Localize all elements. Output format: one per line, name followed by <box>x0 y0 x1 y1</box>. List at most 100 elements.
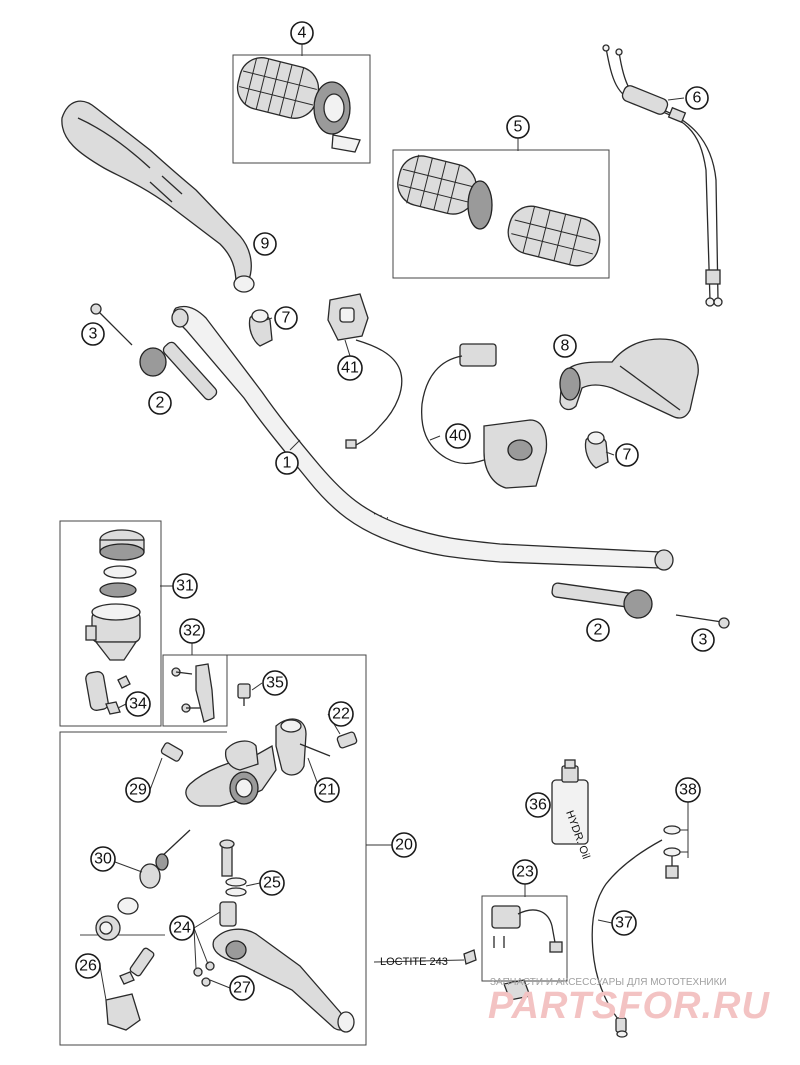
callout-26: 26 <box>75 953 101 979</box>
bolt-right <box>675 614 730 629</box>
callout-25: 25 <box>259 870 285 896</box>
hose-34 <box>85 671 131 715</box>
handguard-right <box>559 338 699 419</box>
callout-35: 35 <box>262 670 288 696</box>
svg-text:36: 36 <box>529 797 547 814</box>
callout-21: 21 <box>314 777 340 803</box>
callout-5: 5 <box>506 115 530 139</box>
callout-23: 23 <box>512 859 538 885</box>
screw-22 <box>336 731 358 749</box>
svg-text:29: 29 <box>129 782 147 799</box>
svg-text:31: 31 <box>176 578 194 595</box>
callout-41: 41 <box>337 355 363 381</box>
screw-35 <box>237 683 251 706</box>
callout-20: 20 <box>391 832 417 858</box>
switch-23 <box>463 905 563 1001</box>
callout-3-right: 3 <box>691 628 715 652</box>
callout-40: 40 <box>445 423 471 449</box>
svg-text:24: 24 <box>173 920 191 937</box>
svg-text:7: 7 <box>623 447 632 464</box>
svg-text:9: 9 <box>261 236 270 253</box>
callout-9: 9 <box>253 232 277 256</box>
brake-hose-37 <box>591 839 663 1038</box>
svg-text:7: 7 <box>282 310 291 327</box>
bar-weight-right <box>551 582 653 619</box>
svg-text:6: 6 <box>693 90 702 107</box>
svg-text:21: 21 <box>318 782 336 799</box>
svg-text:3: 3 <box>89 326 98 343</box>
handlebar: · · · <box>171 305 674 571</box>
clamp-right <box>584 431 609 469</box>
svg-text:30: 30 <box>94 851 112 868</box>
oil-bottle-36: HYDR. Oil <box>551 759 592 861</box>
pin-25 <box>219 839 247 897</box>
box-grips <box>392 149 610 279</box>
handguard-left <box>61 100 255 293</box>
callout-34: 34 <box>125 691 151 717</box>
callout-22: 22 <box>328 701 354 727</box>
reservoir-31 <box>85 529 145 661</box>
loctite-label: LOCTITE 243 <box>380 956 448 968</box>
svg-text:35: 35 <box>266 675 284 692</box>
box-bracket <box>162 654 228 727</box>
box-master-cylinder <box>59 654 367 1046</box>
callout-2-right: 2 <box>586 618 610 642</box>
svg-text:5: 5 <box>514 119 523 136</box>
piston-kit-30 <box>95 829 191 941</box>
box-reservoir <box>59 520 162 727</box>
master-cylinder <box>160 740 277 807</box>
clamp-21 <box>275 718 331 776</box>
svg-text:32: 32 <box>183 623 201 640</box>
throttle-grip <box>236 57 361 153</box>
leader-lines <box>99 44 689 1001</box>
callout-7-left: 7 <box>274 306 298 330</box>
switch-40 <box>420 343 548 489</box>
svg-text:40: 40 <box>449 428 467 445</box>
callout-38: 38 <box>675 777 701 803</box>
banjo-bolt-38 <box>663 825 681 879</box>
callout-2-left: 2 <box>148 391 172 415</box>
switch-41 <box>327 293 403 449</box>
callout-8: 8 <box>553 334 577 358</box>
svg-text:26: 26 <box>79 958 97 975</box>
callout-6: 6 <box>685 86 709 110</box>
callout-24: 24 <box>169 915 195 941</box>
bracket-32 <box>171 663 215 723</box>
callout-1: 1 <box>275 451 299 475</box>
handlebar-marking: · · · <box>371 507 391 524</box>
svg-text:37: 37 <box>615 915 633 932</box>
svg-text:25: 25 <box>263 875 281 892</box>
bolt-left <box>90 303 133 346</box>
svg-text:34: 34 <box>129 696 147 713</box>
svg-text:3: 3 <box>699 632 708 649</box>
adjuster-26 <box>105 947 155 1031</box>
svg-text:2: 2 <box>594 622 603 639</box>
svg-text:2: 2 <box>156 395 165 412</box>
callout-30: 30 <box>90 846 116 872</box>
svg-text:38: 38 <box>679 782 697 799</box>
throttle-cables <box>602 44 723 307</box>
svg-text:27: 27 <box>233 980 251 997</box>
watermark-subtitle: ЗАПЧАСТИ И АКСЕССУАРЫ ДЛЯ МОТОТЕХНИКИ <box>490 977 727 988</box>
lever <box>193 901 355 1033</box>
svg-text:41: 41 <box>341 360 359 377</box>
grips <box>397 154 601 267</box>
callout-29: 29 <box>125 777 151 803</box>
svg-text:22: 22 <box>332 706 350 723</box>
svg-text:8: 8 <box>561 338 570 355</box>
watermark-brand: PARTSFOR.RU <box>488 985 770 1027</box>
callout-7-right: 7 <box>615 443 639 467</box>
clamp-left <box>248 309 273 347</box>
callout-31: 31 <box>172 573 198 599</box>
callout-3-left: 3 <box>81 322 105 346</box>
callout-36: 36 <box>525 792 551 818</box>
bar-weight-left <box>139 341 218 401</box>
svg-text:4: 4 <box>298 25 307 42</box>
callout-4: 4 <box>290 21 314 45</box>
svg-text:20: 20 <box>395 837 413 854</box>
callout-37: 37 <box>611 910 637 936</box>
callout-27: 27 <box>229 975 255 1001</box>
callout-32: 32 <box>179 618 205 644</box>
svg-text:23: 23 <box>516 864 534 881</box>
